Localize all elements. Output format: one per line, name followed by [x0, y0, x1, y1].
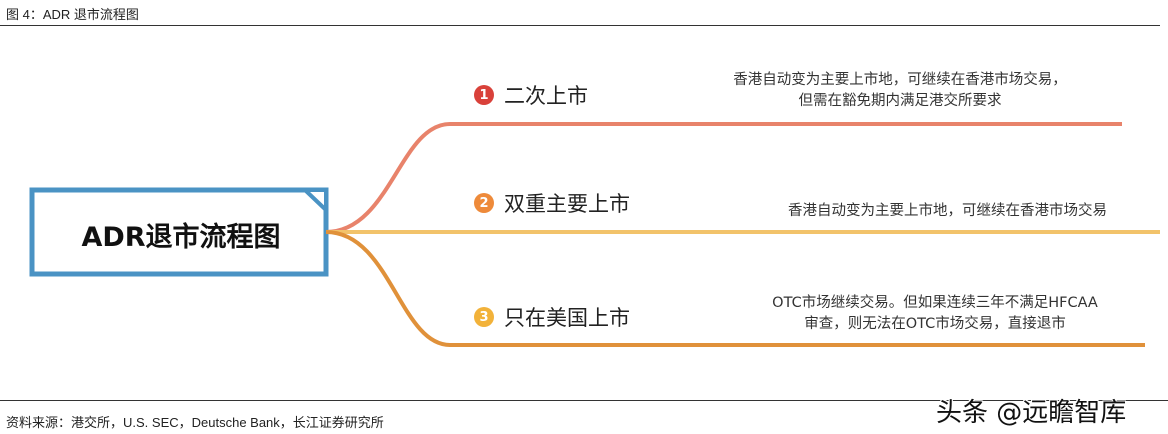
- branch-3-description: OTC市场继续交易。但如果连续三年不满足HFCAA 审查，则无法在OTC市场交易…: [720, 293, 1150, 335]
- branch-2-description: 香港自动变为主要上市地，可继续在香港市场交易: [745, 201, 1150, 222]
- branch-1-desc-line-2: 但需在豁免期内满足港交所要求: [798, 93, 1002, 109]
- branch-1-desc-line-1: 香港自动变为主要上市地，可继续在香港市场交易，: [733, 72, 1067, 88]
- number-badge-1: 1: [474, 85, 494, 105]
- branch-3-desc-line-2: 审查，则无法在OTC市场交易，直接退市: [804, 316, 1066, 332]
- branch-1-description: 香港自动变为主要上市地，可继续在香港市场交易， 但需在豁免期内满足港交所要求: [690, 70, 1110, 112]
- top-divider: [0, 25, 1160, 26]
- branch-3-label: 只在美国上市: [504, 306, 630, 330]
- figure-title: 图 4：ADR 退市流程图: [6, 7, 139, 22]
- branch-1-label: 二次上市: [504, 84, 588, 108]
- bottom-divider: [0, 400, 1168, 401]
- root-node-label: ADR退市流程图: [81, 221, 281, 253]
- source-note: 资料来源：港交所，U.S. SEC，Deutsche Bank，长江证券研究所: [6, 415, 384, 430]
- branch-2: 2 双重主要上市: [474, 188, 630, 218]
- branch-2-desc-line-1: 香港自动变为主要上市地，可继续在香港市场交易: [788, 203, 1107, 219]
- branch-line-1: [325, 122, 1122, 234]
- number-badge-2: 2: [474, 193, 494, 213]
- branch-line-3: [325, 230, 1145, 347]
- number-badge-3: 3: [474, 307, 494, 327]
- branch-1: 1 二次上市: [474, 80, 588, 110]
- branch-3-desc-line-1: OTC市场继续交易。但如果连续三年不满足HFCAA: [772, 295, 1098, 311]
- branch-2-label: 双重主要上市: [504, 192, 630, 216]
- branch-3: 3 只在美国上市: [474, 302, 630, 332]
- watermark: 头条 @远瞻智库: [936, 398, 1127, 428]
